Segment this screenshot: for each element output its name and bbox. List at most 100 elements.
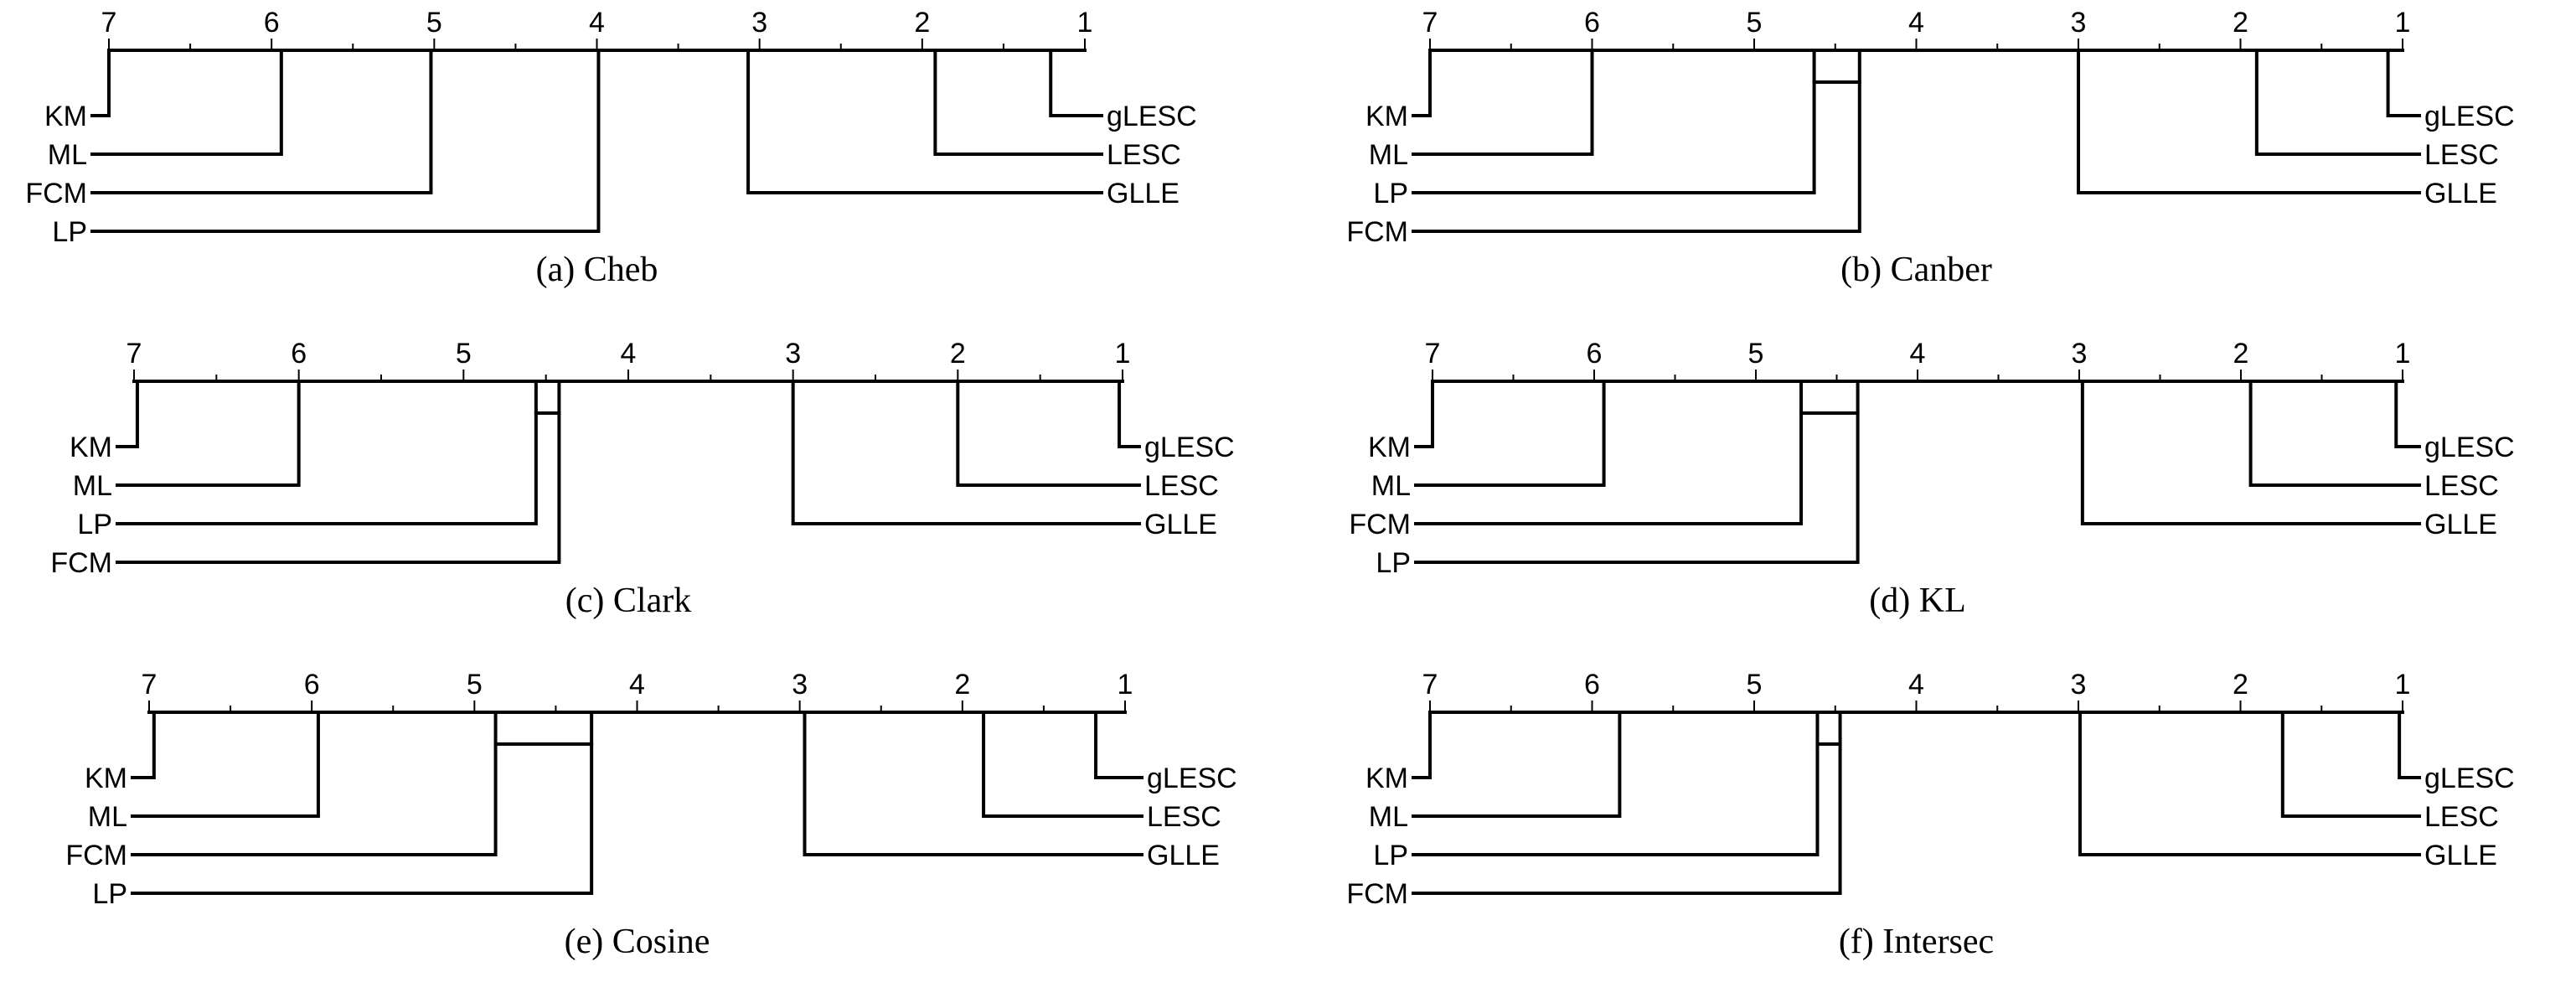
method-label-fcm: FCM (1349, 509, 1411, 540)
method-label-km: KM (85, 763, 127, 794)
method-label-fcm: FCM (50, 547, 112, 579)
method-connector (2280, 711, 2421, 818)
tick-label: 2 (950, 338, 966, 370)
method-connector (116, 380, 561, 564)
method-connector (982, 711, 1143, 818)
panel-caption: (e) Cosine (565, 923, 710, 961)
tick-label: 1 (2395, 669, 2411, 701)
method-connector (1414, 380, 1434, 448)
method-label-lp: LP (92, 878, 127, 910)
method-connector (131, 711, 498, 856)
tick-label: 6 (304, 669, 320, 701)
tick-label: 5 (456, 338, 472, 370)
method-label-lesc: LESC (2424, 801, 2499, 833)
tick-label: 6 (1584, 669, 1600, 701)
method-connector (116, 380, 139, 448)
method-connector (1412, 711, 1622, 818)
method-label-glesc: gLESC (2424, 432, 2515, 463)
tick-label: 2 (2233, 338, 2249, 370)
tick-label: 3 (2071, 7, 2087, 39)
tick-label: 5 (426, 7, 442, 39)
tick-label: 7 (1425, 338, 1441, 370)
method-label-glesc: gLESC (1107, 101, 1197, 132)
method-label-lesc: LESC (2424, 139, 2499, 171)
tick-label: 3 (2071, 669, 2087, 701)
method-label-lesc: LESC (1144, 470, 1219, 502)
method-label-km: KM (1365, 763, 1408, 794)
tick-label: 1 (1115, 338, 1131, 370)
method-connector (2394, 380, 2421, 448)
method-label-glesc: gLESC (2424, 101, 2515, 132)
method-connector (2080, 380, 2421, 525)
method-label-lesc: LESC (2424, 470, 2499, 502)
method-label-glle: GLLE (2424, 509, 2497, 540)
tick-label: 4 (1910, 338, 1926, 370)
method-label-ml: ML (1369, 801, 1408, 833)
method-connector (116, 380, 301, 487)
tick-label: 7 (142, 669, 157, 701)
tick-label: 7 (101, 7, 117, 39)
method-connector (1414, 380, 1606, 487)
method-connector (1412, 711, 1842, 895)
panel-caption: (c) Clark (565, 582, 691, 620)
method-connector (1414, 380, 1860, 564)
method-label-lp: LP (52, 216, 87, 248)
method-connector (1412, 49, 1816, 194)
method-connector (1412, 49, 1594, 156)
tick-label: 2 (2233, 669, 2248, 701)
tick-label: 5 (1748, 338, 1764, 370)
method-label-km: KM (1365, 101, 1408, 132)
method-label-lp: LP (1376, 547, 1411, 579)
tick-label: 3 (2072, 338, 2088, 370)
method-label-km: KM (70, 432, 112, 463)
tick-label: 7 (1422, 7, 1438, 39)
method-label-glle: GLLE (1107, 178, 1180, 209)
method-connector (1094, 711, 1143, 779)
method-label-km: KM (44, 101, 87, 132)
tick-label: 3 (792, 669, 808, 701)
tick-label: 4 (1908, 669, 1924, 701)
tick-label: 3 (785, 338, 801, 370)
method-connector (116, 380, 538, 525)
method-label-lp: LP (1373, 178, 1408, 209)
tick-label: 6 (1584, 7, 1600, 39)
method-connector (791, 380, 1141, 525)
panel-caption: (f) Intersec (1839, 923, 1994, 961)
method-connector (933, 49, 1103, 156)
method-connector (2078, 711, 2421, 856)
method-label-fcm: FCM (25, 178, 87, 209)
method-label-glesc: gLESC (2424, 763, 2515, 794)
tick-label: 6 (1587, 338, 1603, 370)
panel-caption: (a) Cheb (536, 251, 658, 289)
method-connector (1118, 380, 1141, 448)
method-label-lesc: LESC (1147, 801, 1221, 833)
method-label-ml: ML (48, 139, 87, 171)
method-label-ml: ML (1371, 470, 1411, 502)
method-label-lesc: LESC (1107, 139, 1181, 171)
method-connector (90, 49, 111, 117)
method-connector (90, 49, 433, 194)
tick-label: 5 (467, 669, 483, 701)
method-connector (90, 49, 601, 233)
method-connector (2254, 49, 2421, 156)
tick-label: 1 (2395, 338, 2411, 370)
panel-caption: (b) Canber (1840, 251, 1992, 289)
panel-caption: (d) KL (1869, 582, 1965, 620)
tick-label: 2 (914, 7, 930, 39)
tick-label: 5 (1747, 669, 1763, 701)
method-label-fcm: FCM (1346, 878, 1408, 910)
tick-label: 1 (1118, 669, 1133, 701)
tick-label: 4 (589, 7, 605, 39)
tick-label: 4 (621, 338, 637, 370)
tick-label: 1 (2395, 7, 2411, 39)
method-connector (1414, 380, 1804, 525)
method-label-ml: ML (73, 470, 112, 502)
method-label-fcm: FCM (1346, 216, 1408, 248)
method-connector (2386, 49, 2421, 117)
method-connector (2248, 380, 2421, 487)
